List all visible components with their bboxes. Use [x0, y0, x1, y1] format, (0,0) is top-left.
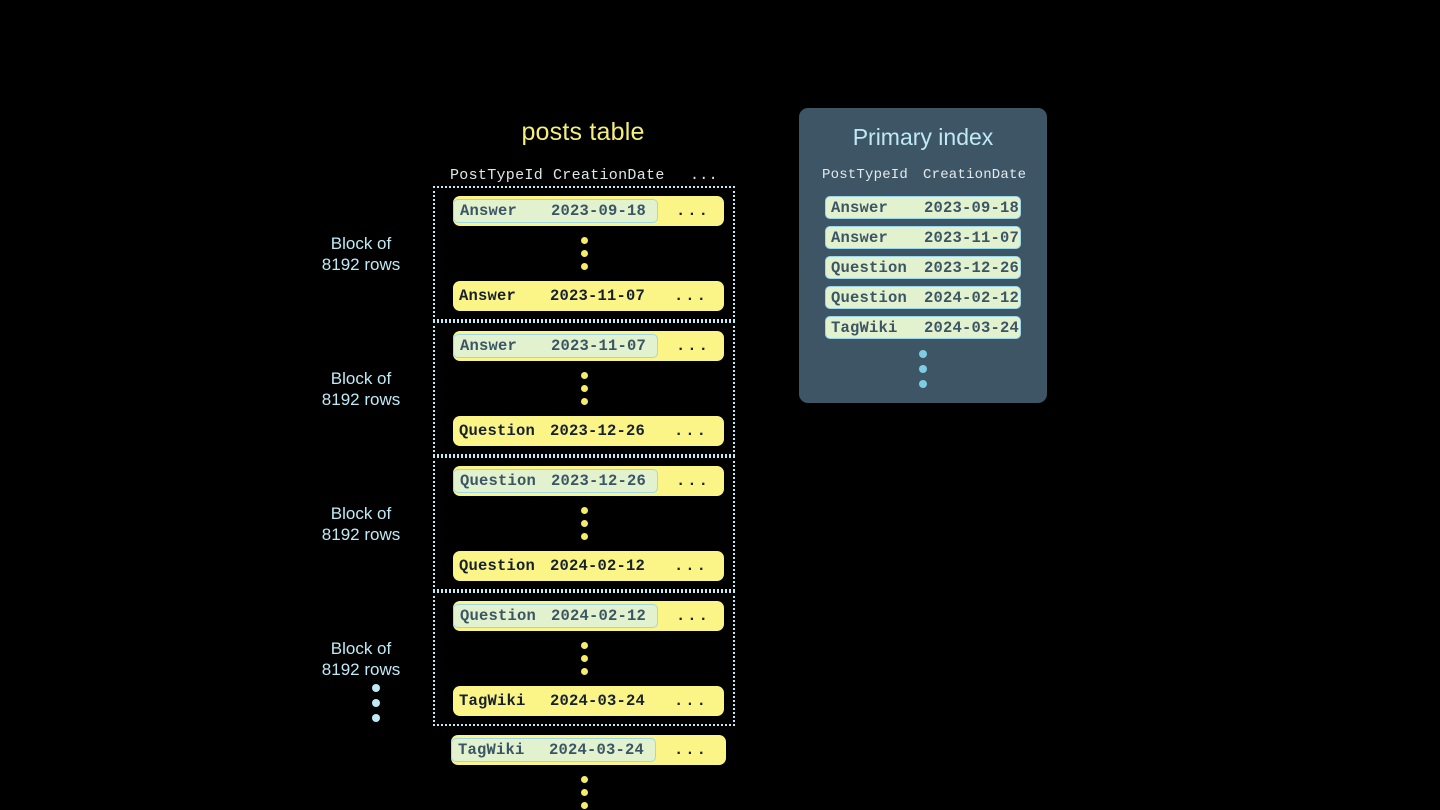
- table-block: Block of 8192 rows Question 2024-02-12 .…: [322, 591, 735, 726]
- primary-index-title: Primary index: [852, 124, 994, 150]
- table-row: TagWiki 2024-03-24 ...: [453, 686, 724, 716]
- row-cell-creation-date: 2023-11-07: [550, 287, 646, 305]
- table-row: Answer 2023-11-07 ...: [453, 281, 724, 311]
- table-row: Question 2024-02-12 ...: [453, 551, 724, 581]
- table-row: Question 2023-12-26 ...: [453, 416, 724, 446]
- vertical-ellipsis-icon: [435, 234, 733, 273]
- primary-index-rows: Answer 2023-09-18 Answer 2023-11-07 Ques…: [799, 196, 1047, 339]
- column-header-creation-date: CreationDate: [553, 166, 665, 184]
- vertical-ellipsis-icon: [799, 350, 1047, 388]
- primary-index-panel: Primary index PostTypeId CreationDate An…: [799, 108, 1047, 403]
- table-row: Question 2024-02-12 ...: [453, 601, 724, 631]
- block-label: Block of 8192 rows: [321, 233, 401, 274]
- index-cell-creation-date: 2023-12-26: [924, 258, 1020, 277]
- table-row: Answer 2023-09-18 ...: [453, 196, 724, 226]
- index-cell-post-type-id: Answer: [831, 228, 889, 247]
- row-cell-creation-date: 2023-12-26: [551, 472, 647, 490]
- row-cell-post-type-id: Question: [459, 422, 536, 440]
- index-row: Question 2024-02-12: [825, 286, 1021, 309]
- index-cell-post-type-id: TagWiki: [831, 318, 898, 337]
- vertical-ellipsis-icon: [435, 369, 733, 408]
- index-cell-post-type-id: Answer: [831, 198, 889, 217]
- index-cell-creation-date: 2023-09-18: [924, 198, 1020, 217]
- vertical-ellipsis-icon: [433, 773, 735, 810]
- row-cell-more: ...: [674, 287, 708, 305]
- row-cell-post-type-id: Answer: [460, 202, 518, 220]
- row-cell-creation-date: 2024-03-24: [550, 692, 646, 710]
- index-cell-post-type-id: Question: [831, 288, 908, 307]
- row-cell-creation-date: 2024-02-12: [550, 557, 646, 575]
- table-row: TagWiki 2024-03-24 ...: [451, 735, 726, 765]
- block-label: Block of 8192 rows: [321, 503, 401, 544]
- row-cell-more: ...: [674, 692, 708, 710]
- table-row: Answer 2023-11-07 ...: [453, 331, 724, 361]
- row-cell-more: ...: [674, 741, 708, 759]
- row-cell-post-type-id: Question: [460, 472, 537, 490]
- posts-table-rows-stack: Block of 8192 rows Answer 2023-09-18 ...…: [322, 186, 735, 810]
- row-cell-more: ...: [674, 557, 708, 575]
- index-cell-creation-date: 2023-11-07: [924, 228, 1020, 247]
- row-cell-creation-date: 2024-03-24: [549, 741, 645, 759]
- row-cell-post-type-id: Answer: [460, 337, 518, 355]
- row-cell-more: ...: [676, 607, 710, 625]
- row-cell-more: ...: [674, 422, 708, 440]
- page-title: posts table: [521, 118, 645, 146]
- vertical-ellipsis-icon: [435, 504, 733, 543]
- row-cell-more: ...: [676, 202, 710, 220]
- posts-table-column-headers: PostTypeId CreationDate ...: [450, 165, 733, 185]
- column-header-creation-date: CreationDate: [923, 167, 1027, 183]
- vertical-ellipsis-icon: [435, 639, 733, 678]
- row-cell-post-type-id: TagWiki: [459, 692, 526, 710]
- row-cell-more: ...: [676, 472, 710, 490]
- row-cell-post-type-id: Question: [459, 557, 536, 575]
- index-cell-creation-date: 2024-02-12: [924, 288, 1020, 307]
- row-cell-creation-date: 2023-11-07: [551, 337, 647, 355]
- index-row: Answer 2023-09-18: [825, 196, 1021, 219]
- row-cell-creation-date: 2023-12-26: [550, 422, 646, 440]
- table-block: Block of 8192 rows Answer 2023-11-07 ...…: [322, 321, 735, 456]
- column-header-post-type-id: PostTypeId: [450, 166, 544, 184]
- row-cell-creation-date: 2023-09-18: [551, 202, 647, 220]
- block-label: Block of 8192 rows: [321, 368, 401, 409]
- row-cell-more: ...: [676, 337, 710, 355]
- index-row: TagWiki 2024-03-24: [825, 316, 1021, 339]
- primary-index-column-headers: PostTypeId CreationDate: [822, 167, 1047, 183]
- table-row: Question 2023-12-26 ...: [453, 466, 724, 496]
- column-header-more: ...: [690, 166, 718, 184]
- column-header-post-type-id: PostTypeId: [822, 167, 909, 183]
- row-cell-post-type-id: TagWiki: [458, 741, 525, 759]
- index-row: Question 2023-12-26: [825, 256, 1021, 279]
- index-row: Answer 2023-11-07: [825, 226, 1021, 249]
- table-block: Block of 8192 rows Answer 2023-09-18 ...…: [322, 186, 735, 321]
- blocks-continue-ellipsis-icon: [372, 684, 380, 722]
- index-cell-post-type-id: Question: [831, 258, 908, 277]
- row-cell-creation-date: 2024-02-12: [551, 607, 647, 625]
- row-cell-post-type-id: Answer: [459, 287, 517, 305]
- index-cell-creation-date: 2024-03-24: [924, 318, 1020, 337]
- row-cell-post-type-id: Question: [460, 607, 537, 625]
- block-label: Block of 8192 rows: [321, 638, 401, 679]
- table-block: Block of 8192 rows Question 2023-12-26 .…: [322, 456, 735, 591]
